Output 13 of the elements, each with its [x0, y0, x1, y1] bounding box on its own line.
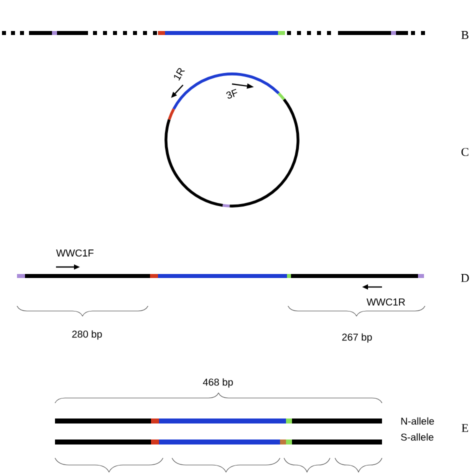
panel-letter: C	[462, 148, 468, 156]
allele-label: S-allele	[401, 433, 434, 441]
panel-letter: B	[461, 31, 468, 39]
primer-label: WWC1F	[56, 249, 94, 257]
primer-label: 1R	[174, 68, 185, 81]
primer-label: WWC1R	[366, 298, 405, 306]
length-label: 280 bp	[72, 330, 102, 340]
allele-label: N-allele	[401, 417, 434, 425]
length-label: 468 bp	[202, 378, 233, 388]
panel-letter: D	[461, 274, 469, 282]
length-label: 267 bp	[342, 333, 372, 343]
primer-label: 3F	[226, 88, 238, 99]
panel-letter: E	[462, 424, 468, 432]
